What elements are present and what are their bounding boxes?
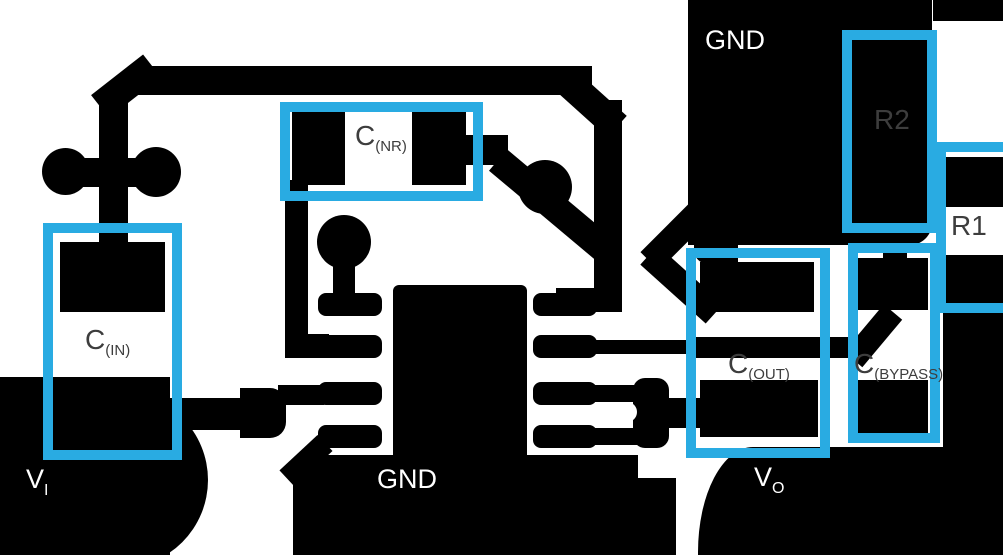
vin-label: VI <box>26 464 49 499</box>
gnd-plane-bottom-step <box>636 478 676 555</box>
gnd-bottom-label: GND <box>377 464 437 494</box>
in-pin-fork-trace <box>278 385 324 405</box>
vin-rail-right-vertical-trace <box>594 100 622 294</box>
corner-plane-strip <box>933 0 1003 21</box>
ic-pad-right-1 <box>533 293 597 316</box>
vout-label: VO <box>754 462 785 497</box>
cin-top-pad <box>60 242 165 312</box>
vin-rail-horizontal-trace <box>130 66 592 95</box>
ic-pad-left-2 <box>318 335 382 358</box>
r2-bottom-pad <box>857 155 931 208</box>
r2-label: R2 <box>874 104 910 135</box>
vout-plane-right-column <box>943 310 1003 555</box>
vout-sense-trace <box>595 340 695 354</box>
cout-highlight-box <box>686 248 830 458</box>
cbypass-label: C(BYPASS) <box>854 348 944 383</box>
r2-highlight-box <box>842 30 937 233</box>
cnr-label: C(NR) <box>355 120 407 155</box>
cin-bottom-pad <box>50 377 168 437</box>
ic-thermal-pad <box>393 285 527 478</box>
ic-pad-left-3 <box>318 382 382 405</box>
out-pin3-ext-trace <box>595 385 643 402</box>
cnr-right-pad <box>412 112 466 185</box>
r1-lower-pad <box>944 255 1003 305</box>
cout-bottom-pad <box>700 380 818 437</box>
cout-feed-trace <box>650 398 708 428</box>
cnr-highlight-box <box>280 102 483 201</box>
gnd-top-label: GND <box>705 25 765 55</box>
via-stem-trace <box>333 255 355 303</box>
cnr-left-pad <box>292 112 345 185</box>
cbypass-highlight-box <box>848 243 940 443</box>
r1-highlight-box <box>936 142 1003 313</box>
r1-left-pad <box>944 157 1003 207</box>
ic-pad-right-4 <box>533 425 597 448</box>
r2-bypass-trace <box>883 205 907 265</box>
r1-label: R1 <box>951 210 987 241</box>
r2-top-pad <box>849 36 931 88</box>
cbypass-bottom-pad <box>858 380 928 435</box>
via-connecting-bar <box>54 158 142 187</box>
cout-label: C(OUT) <box>728 348 790 383</box>
ic-pad-right-3 <box>533 382 597 405</box>
via <box>518 160 572 214</box>
junction-notch <box>617 402 637 422</box>
ic-pad-right-2 <box>533 335 597 358</box>
cbypass-top-pad <box>858 258 928 310</box>
ic-pad-left-4 <box>318 425 382 448</box>
cin-label: C(IN) <box>85 324 131 359</box>
cout-top-pad <box>700 262 814 312</box>
cin-highlight-box <box>43 223 182 460</box>
out-pin4-ext-trace <box>595 428 643 445</box>
vout-band-trace <box>688 337 860 358</box>
cnr-vertical-trace <box>285 180 308 350</box>
gnd-plane-bottom <box>293 455 638 555</box>
ic-pad-left-1 <box>318 293 382 316</box>
